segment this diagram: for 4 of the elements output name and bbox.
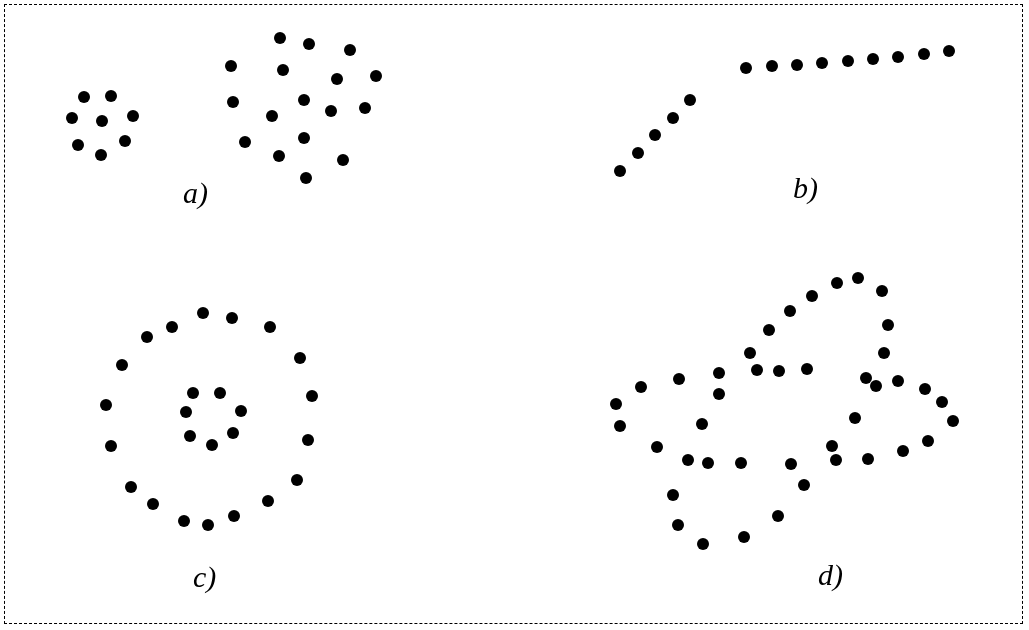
panel-label: a) xyxy=(183,176,208,210)
panel-label: d) xyxy=(818,558,843,592)
panel-label: b) xyxy=(793,171,818,205)
panel-label: c) xyxy=(193,560,217,594)
